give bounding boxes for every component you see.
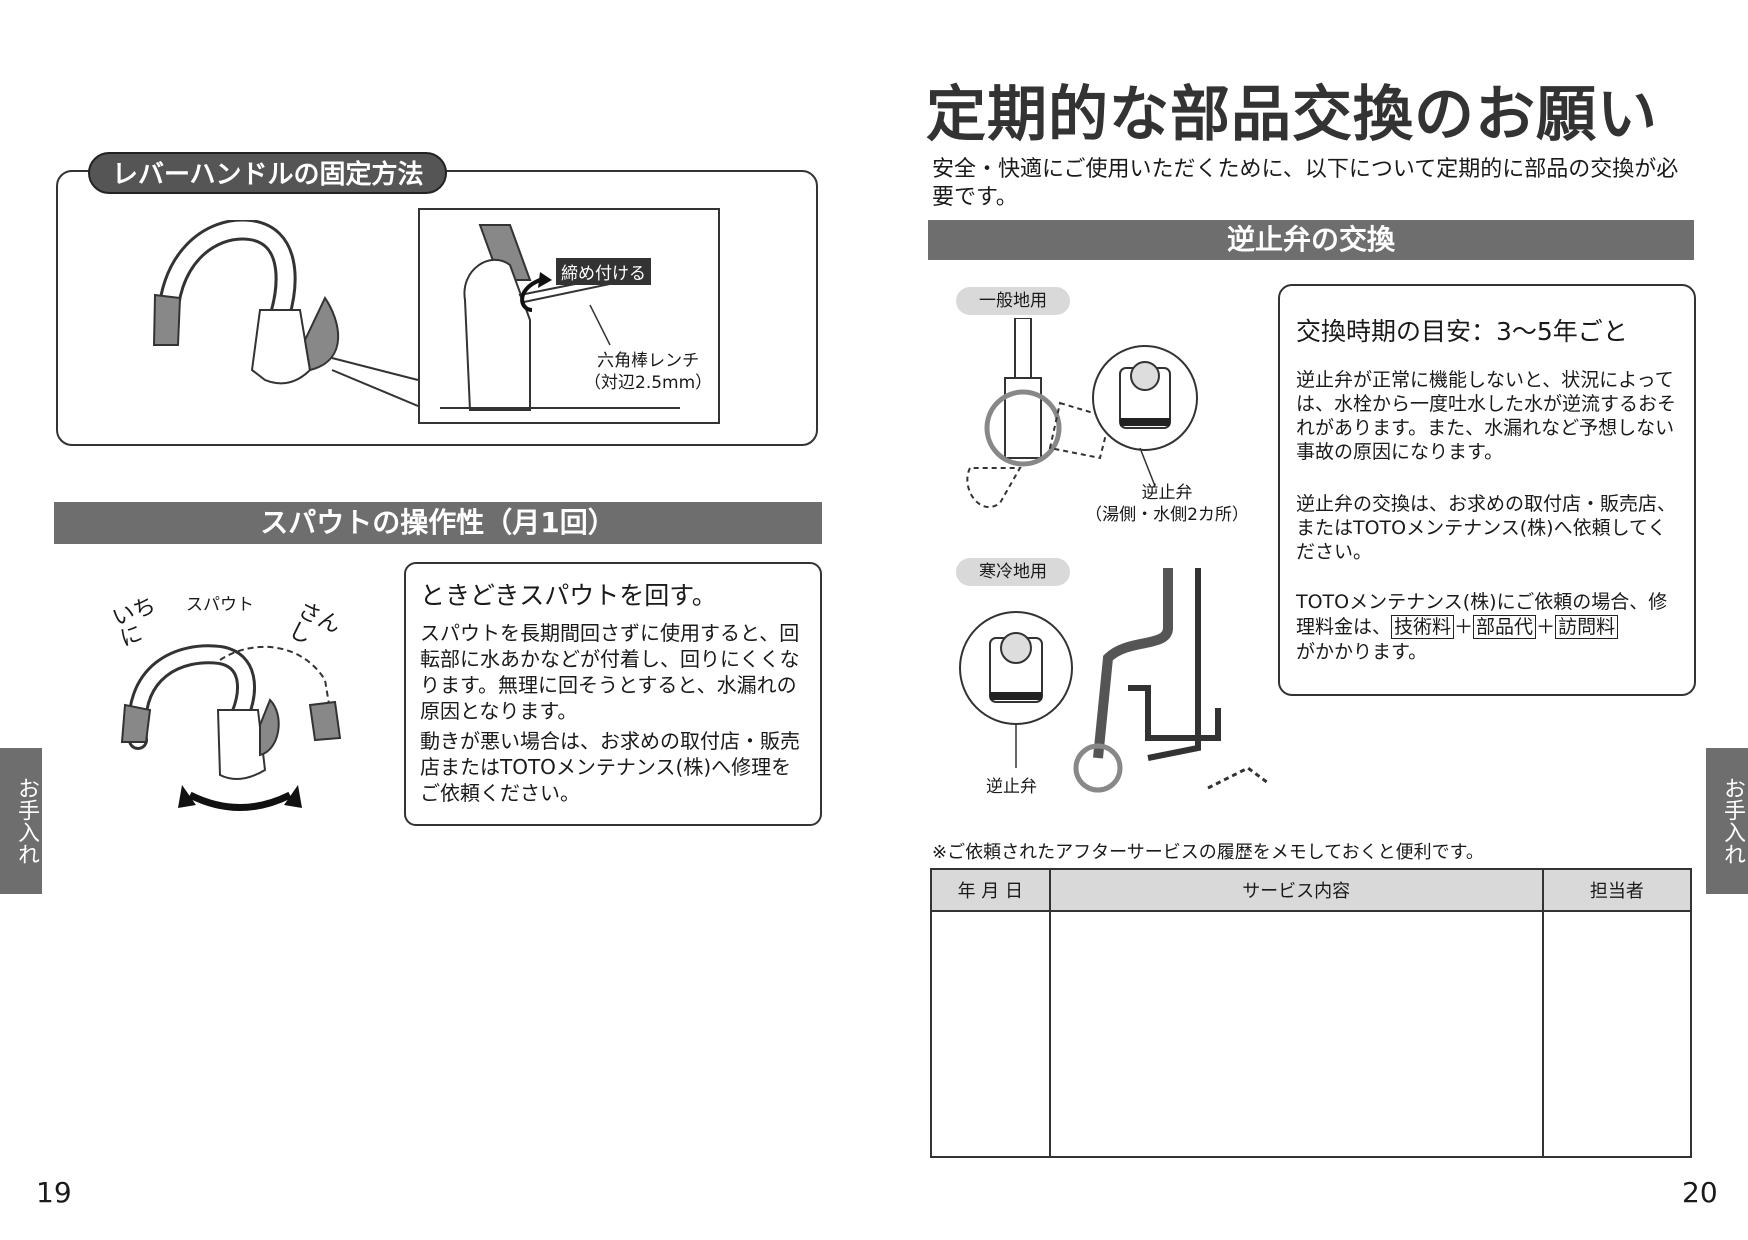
spout-info-box	[404, 562, 822, 826]
replacement-interval-heading: 交換時期の目安：3〜5年ごと	[1296, 317, 1628, 346]
general-valve-location: （湯側・水側2カ所）	[1085, 505, 1249, 525]
replacement-info-box	[1278, 284, 1696, 696]
left-page-number: 19	[36, 1176, 72, 1209]
info-para-3-suffix: がかかります。	[1296, 641, 1428, 663]
table-row	[930, 910, 1693, 1158]
spout-box-heading: ときどきスパウトを回す。	[420, 581, 717, 610]
general-area-tag: 一般地用	[956, 287, 1070, 315]
header-staff: 担当者	[1541, 868, 1693, 912]
right-side-tab: お手入れ	[1706, 748, 1748, 894]
check-valve-bar: 逆止弁の交換	[928, 220, 1694, 260]
intro-text: 安全・快適にご使用いただくために、以下について定期的に部品の交換が必要です。	[932, 157, 1679, 210]
technical-fee: 技術料	[1391, 615, 1455, 639]
service-history-table: 年 月 日 サービス内容 担当者	[930, 868, 1693, 1158]
spout-para-2: 動きが悪い場合は、お求めの取付店・販売店またはTOTOメンテナンス(株)へ修理を…	[420, 729, 800, 805]
spout-rotation-illustration	[120, 644, 342, 811]
date-cell[interactable]	[930, 910, 1051, 1158]
cold-valve-label: 逆止弁	[986, 777, 1037, 797]
zoom-connector	[331, 357, 419, 407]
right-page-number: 20	[1682, 1176, 1718, 1209]
parts-fee: 部品代	[1473, 615, 1537, 639]
wrench-name: 六角棒レンチ	[597, 351, 700, 371]
plus-2: ＋	[1536, 616, 1556, 638]
wrench-size: （対辺2.5mm）	[584, 373, 713, 393]
staff-cell[interactable]	[1541, 910, 1693, 1158]
info-para-3: TOTOメンテナンス(株)にご依頼の場合、修理料金は、技術料＋部品代＋訪問料 が…	[1296, 590, 1686, 665]
general-valve-illustration	[966, 318, 1198, 509]
info-para-1: 逆止弁が正常に機能しないと、状況によっては、水栓から一度吐水した水が逆流するおそ…	[1296, 369, 1677, 463]
page-title: 定期的な部品交換のお願い	[926, 80, 1658, 150]
header-date: 年 月 日	[930, 868, 1051, 912]
visit-fee: 訪問料	[1555, 615, 1619, 639]
lever-section-title: レバーハンドルの固定方法	[88, 152, 448, 194]
service-cell[interactable]	[1048, 910, 1544, 1158]
info-para-3-prefix: TOTOメンテナンス(株)にご依頼の場合、修理料金は、	[1296, 591, 1668, 638]
cold-valve-illustration	[959, 568, 1269, 793]
general-valve-label: 逆止弁 （湯側・水側2カ所）	[1082, 482, 1252, 526]
general-valve-name: 逆止弁	[1141, 483, 1193, 503]
cold-area-tag: 寒冷地用	[956, 558, 1070, 586]
plus-1: ＋	[1454, 616, 1474, 638]
left-side-tab: お手入れ	[0, 748, 42, 894]
spout-label: スパウト	[186, 595, 254, 615]
tighten-label: 締め付ける	[556, 258, 651, 285]
table-header-row: 年 月 日 サービス内容 担当者	[930, 868, 1693, 912]
spout-section-bar: スパウトの操作性（月1回）	[54, 502, 822, 544]
faucet-illustration	[152, 220, 340, 385]
wrench-label: 六角棒レンチ （対辺2.5mm）	[584, 350, 712, 394]
memo-note: ※ご依頼されたアフターサービスの履歴をメモしておくと便利です。	[932, 842, 1484, 863]
info-para-2: 逆止弁の交換は、お求めの取付店・販売店、またはTOTOメンテナンス(株)へ依頼し…	[1296, 493, 1677, 563]
header-service: サービス内容	[1048, 868, 1544, 912]
spout-para-1: スパウトを長期間回さずに使用すると、回転部に水あかなどが付着し、回りにくくなりま…	[420, 621, 800, 723]
